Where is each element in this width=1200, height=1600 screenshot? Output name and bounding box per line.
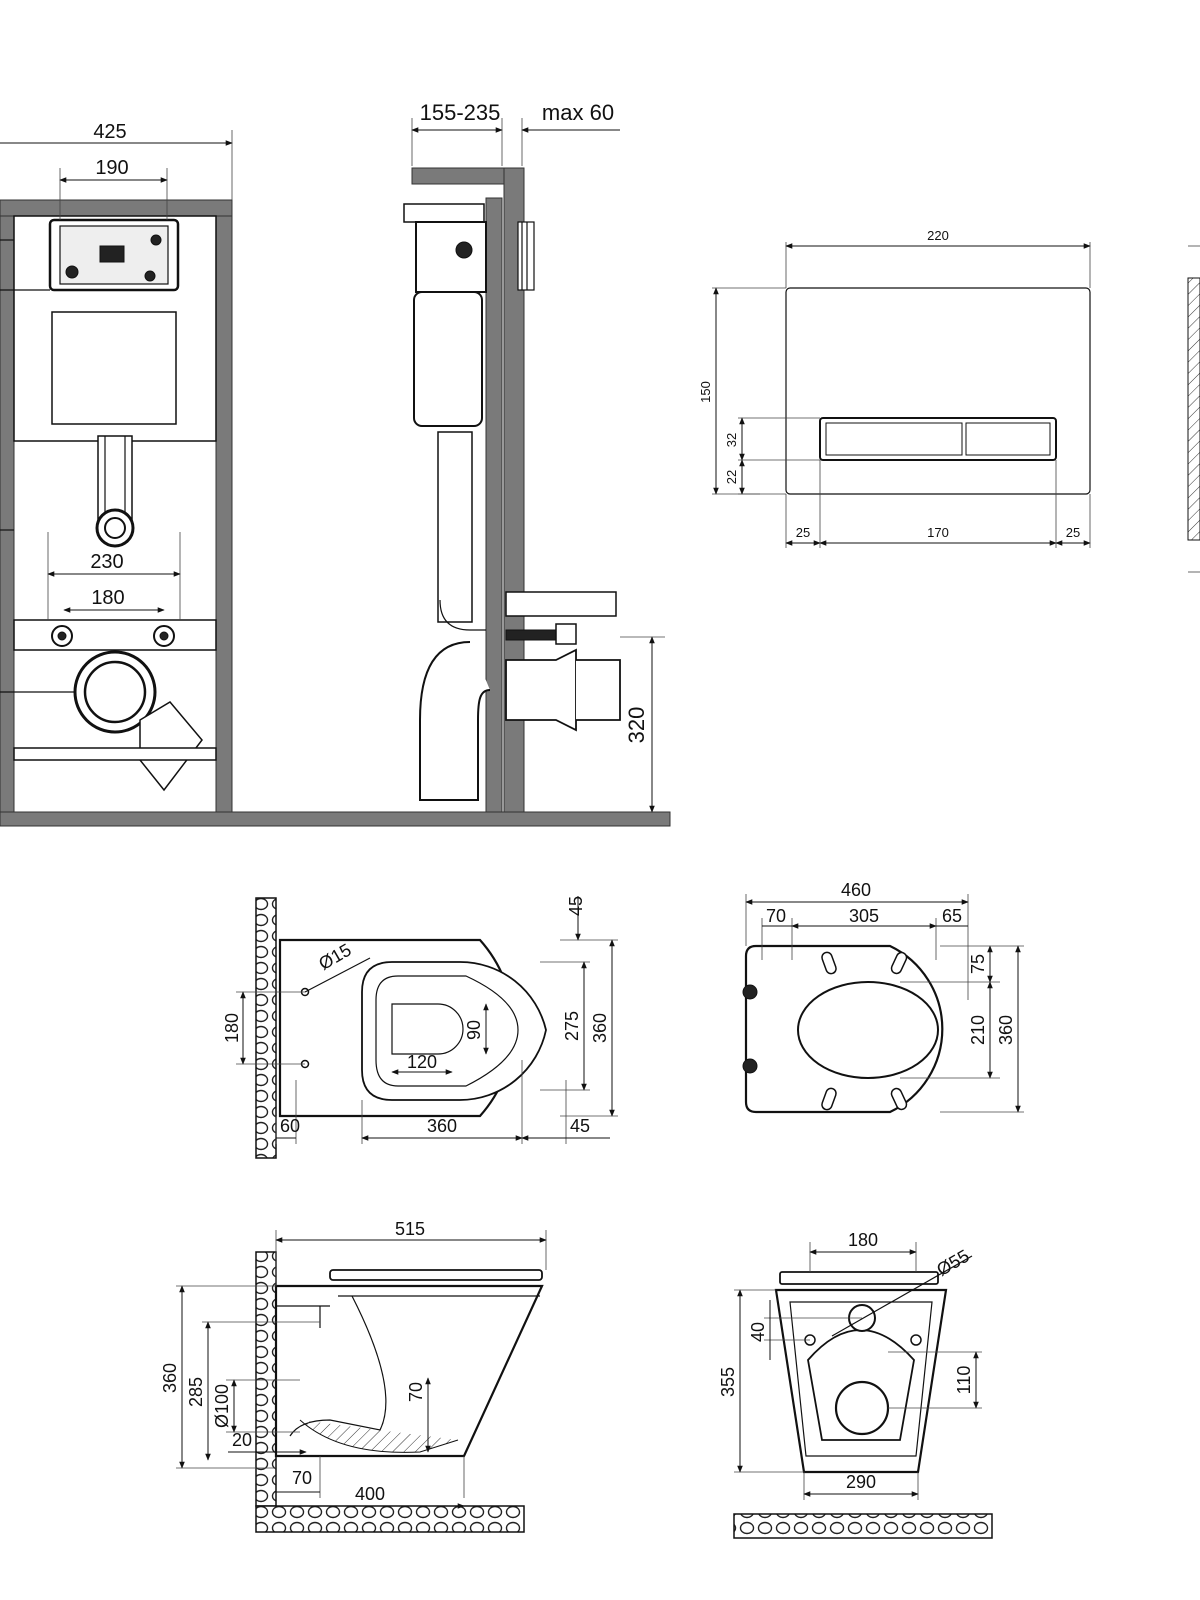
floor-hatch-rear bbox=[733, 1513, 993, 1539]
dim-inner-width: 120 bbox=[407, 1052, 437, 1072]
drain-outlet-rear bbox=[834, 1380, 890, 1436]
dim-bolt-inner: 180 bbox=[91, 587, 124, 609]
dim-button-width: 170 bbox=[927, 525, 949, 540]
dim-seat-opening: 210 bbox=[968, 1015, 988, 1045]
hinge-lower bbox=[742, 1058, 758, 1074]
dim-seat-width: 360 bbox=[996, 1015, 1016, 1045]
bowl-inner-top bbox=[391, 1003, 464, 1055]
dim-seat-left: 70 bbox=[766, 906, 786, 926]
wall bbox=[503, 167, 525, 813]
mount-hole-rear-right bbox=[910, 1334, 922, 1346]
drain-connector bbox=[505, 648, 577, 732]
dim-wall-max: max 60 bbox=[542, 100, 614, 125]
cistern-side bbox=[413, 291, 483, 427]
dim-seat-right: 65 bbox=[942, 906, 962, 926]
bowl-side-view: 515 360 285 Ø100 20 70 70 400 bbox=[160, 1219, 547, 1533]
dim-seat-middle: 305 bbox=[849, 906, 879, 926]
flush-plate-side-edge bbox=[1187, 277, 1200, 541]
dim-outlet-offset: 20 bbox=[232, 1430, 252, 1450]
seat-opening bbox=[797, 981, 939, 1079]
drain-elbow bbox=[419, 641, 491, 801]
seat-side bbox=[329, 1269, 543, 1281]
mounting-crossbar bbox=[13, 619, 217, 651]
frame-left-post bbox=[0, 199, 15, 813]
dim-outlet-diameter: Ø100 bbox=[212, 1384, 232, 1428]
dim-total-width: 360 bbox=[590, 1013, 610, 1043]
frame-top-bar bbox=[0, 199, 233, 217]
flush-button-small[interactable] bbox=[965, 422, 1051, 456]
dim-plate-width: 220 bbox=[927, 228, 949, 243]
dim-inlet-diameter: Ø55 bbox=[933, 1246, 972, 1280]
dim-frame-depth: 155-235 bbox=[420, 100, 501, 125]
flush-button-large[interactable] bbox=[825, 422, 963, 456]
dim-panel-width: 190 bbox=[95, 157, 128, 179]
dim-bolt-outer: 230 bbox=[90, 551, 123, 573]
dim-hole-offset: 40 bbox=[748, 1322, 768, 1342]
dim-frame-width: 425 bbox=[93, 121, 126, 143]
hinge-upper bbox=[742, 984, 758, 1000]
seat-top-view: 460 70 305 65 75 210 360 bbox=[742, 880, 1024, 1114]
dim-seat-total: 460 bbox=[841, 880, 871, 900]
frame-right-post bbox=[215, 199, 233, 813]
dim-seat-upper: 75 bbox=[968, 954, 988, 974]
dim-trap-depth: 70 bbox=[406, 1382, 426, 1402]
wall-hatch-top bbox=[255, 897, 277, 1159]
cistern-panel bbox=[51, 311, 177, 425]
bowl-rear-view: 180 Ø55 40 355 110 290 bbox=[718, 1230, 993, 1539]
dim-hole-spacing: 180 bbox=[222, 1013, 242, 1043]
dim-base-width: 290 bbox=[846, 1472, 876, 1492]
bowl-top-view: Ø15 180 360 45 60 120 90 275 360 45 bbox=[222, 896, 618, 1159]
flush-plate-view: 220 150 32 22 25 170 25 bbox=[698, 228, 1200, 573]
dim-bowl-height: 360 bbox=[160, 1363, 180, 1393]
dim-bowl-length-top: 515 bbox=[395, 1219, 425, 1239]
dim-plate-margin-right: 25 bbox=[1066, 525, 1080, 540]
frame-side-post bbox=[485, 197, 503, 813]
water-pipe-side bbox=[505, 591, 617, 617]
seat-rear bbox=[779, 1271, 939, 1285]
dim-plate-height: 150 bbox=[698, 381, 713, 403]
dim-wall-gap: 60 bbox=[280, 1116, 300, 1136]
dim-mount-height: 285 bbox=[186, 1377, 206, 1407]
top-bracket bbox=[411, 167, 517, 185]
dim-outlet-height: 320 bbox=[624, 707, 649, 744]
dim-rear-outlet-height: 110 bbox=[954, 1366, 974, 1395]
floor-line bbox=[0, 811, 671, 827]
dim-base-length: 400 bbox=[355, 1484, 385, 1504]
dim-mount-spacing: 180 bbox=[848, 1230, 878, 1250]
dim-button-height: 32 bbox=[724, 433, 739, 447]
flush-pipe-side bbox=[437, 431, 473, 623]
dim-plate-margin-left: 25 bbox=[796, 525, 810, 540]
dim-button-offset: 22 bbox=[724, 470, 739, 484]
flush-plate bbox=[785, 287, 1091, 495]
dim-base-offset: 70 bbox=[292, 1468, 312, 1488]
dim-seat-overhang: 45 bbox=[570, 1116, 590, 1136]
frame-side-view: 155-235 max 60 320 bbox=[403, 100, 665, 813]
floor-hatch-side bbox=[255, 1505, 525, 1533]
frame-front-view: 425 190 230 180 bbox=[0, 121, 671, 827]
dim-rim-inner: 275 bbox=[562, 1011, 582, 1041]
dim-inner-depth: 90 bbox=[464, 1020, 484, 1040]
dim-seat-overhang-top: 45 bbox=[566, 896, 586, 916]
dim-bowl-length: 360 bbox=[427, 1116, 457, 1136]
dim-rear-height: 355 bbox=[718, 1367, 738, 1397]
